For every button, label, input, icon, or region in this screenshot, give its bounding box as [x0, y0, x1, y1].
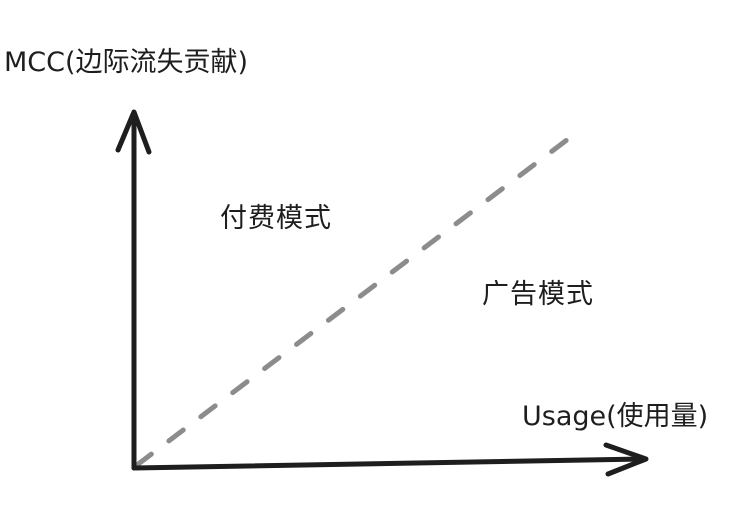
y-axis-label: MCC(边际流失贡献)	[4, 47, 249, 78]
x-axis	[131, 442, 649, 477]
y-axis	[115, 109, 152, 471]
y-axis-arrowhead-icon	[115, 109, 152, 155]
region-label-paid-model: 付费模式	[220, 203, 332, 234]
region-label-ad-model: 广告模式	[482, 279, 594, 310]
x-axis-arrowhead-icon	[603, 442, 649, 477]
divider-dashed-line	[134, 127, 583, 468]
x-axis-label: Usage(使用量)	[522, 401, 709, 432]
